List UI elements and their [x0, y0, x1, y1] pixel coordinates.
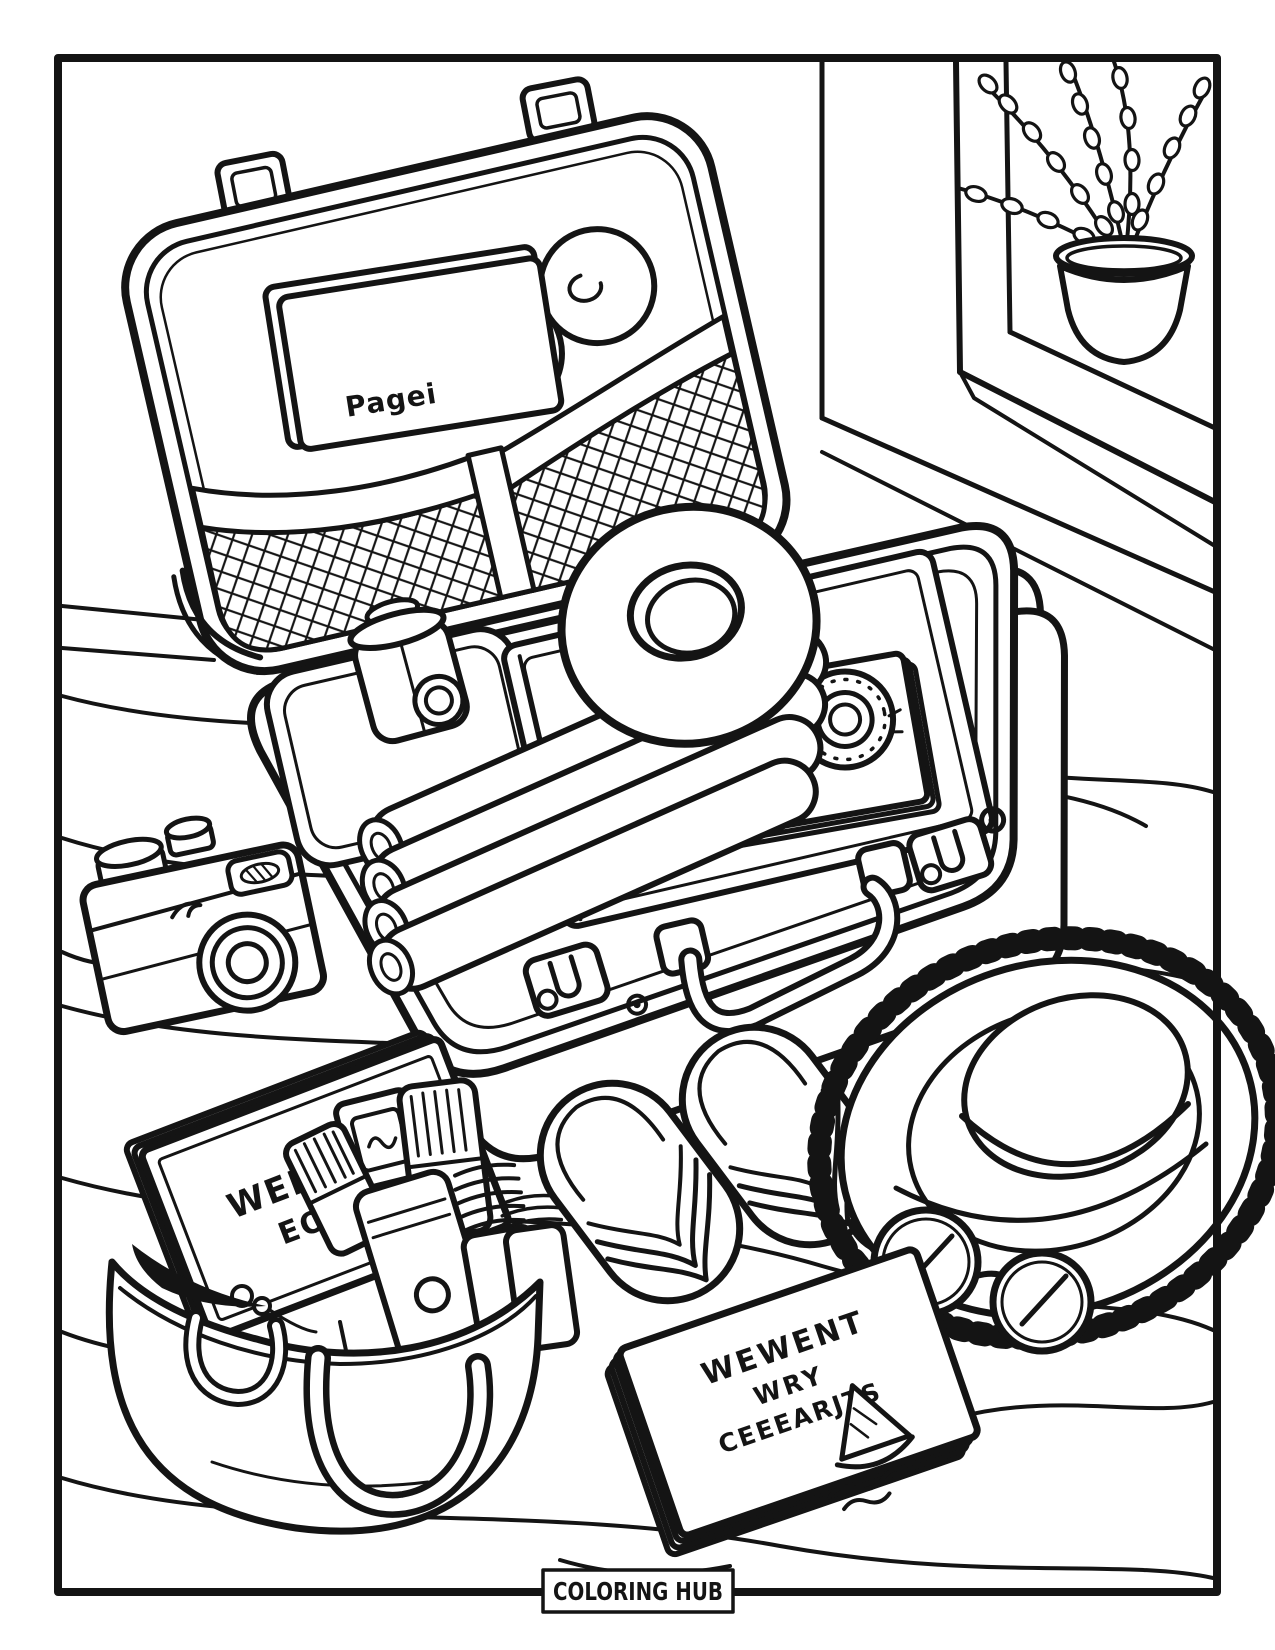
camera-mark: [170, 901, 203, 920]
footer-brand: COLORING HUB: [541, 1568, 735, 1614]
vintage-camera: [79, 815, 327, 1036]
footer-label: COLORING HUB: [553, 1577, 723, 1606]
suitcase-latch: [522, 941, 611, 1019]
toiletry-bag: WENTERY EOREF3: [105, 1029, 581, 1535]
bag-handle: [183, 1309, 494, 1518]
suitcase-latch: [906, 816, 995, 894]
hat-fringe: [807, 926, 1275, 1350]
travel-book: WEWENT WRY CEEEARJTS: [604, 1246, 981, 1558]
suitcase-handle: [653, 840, 913, 1035]
pocket-divider-strap: [465, 445, 537, 601]
bag-shadow: [132, 1244, 266, 1307]
corner-guard: [179, 567, 264, 661]
lens-canister: [347, 597, 470, 745]
viewfinder-icon: [225, 849, 295, 897]
sailboat-icon: [827, 1383, 915, 1512]
camera-lens: [196, 911, 299, 1014]
footer-box: [541, 1568, 735, 1614]
potted-plant: [956, 54, 1212, 365]
pocket-book: Pagei: [262, 244, 565, 452]
plant-pot: [1053, 235, 1195, 365]
pocket-elastic-band: [497, 313, 735, 492]
suitcase-base: [247, 502, 1068, 1163]
neck-pillow-ring: [557, 502, 821, 748]
keyhole-icon: [626, 806, 1007, 1016]
